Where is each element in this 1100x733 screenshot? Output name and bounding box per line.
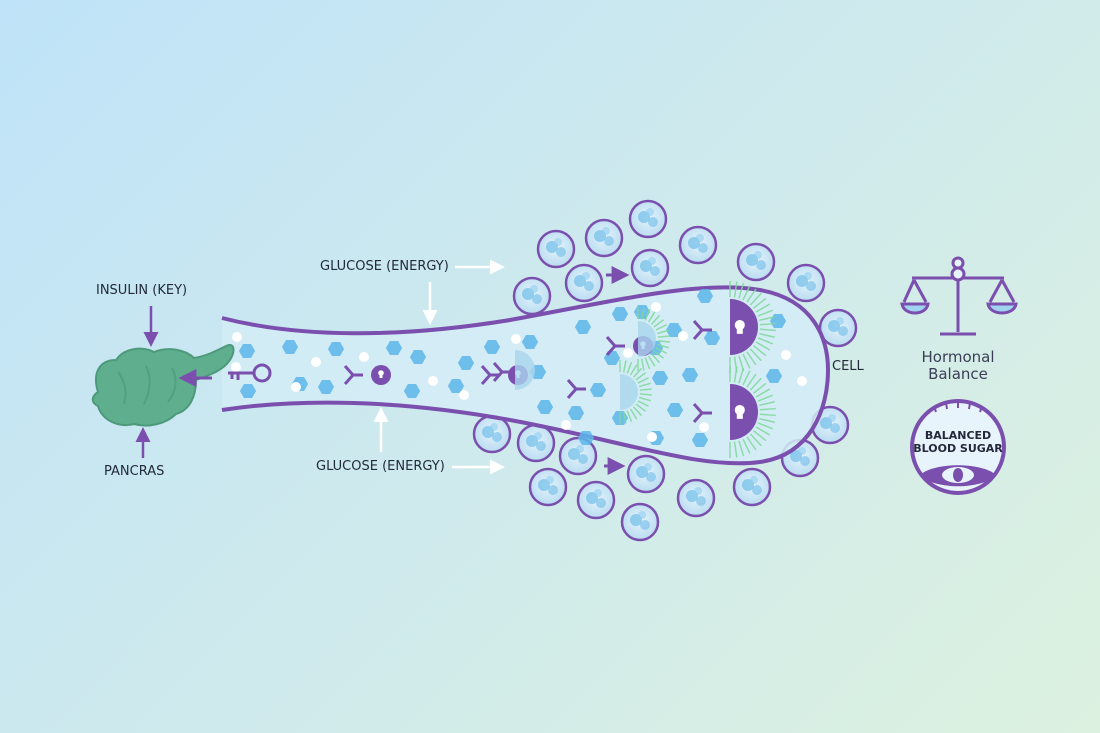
cell-icon [736,242,776,282]
white-particle [561,420,571,430]
balance-scale-icon [900,256,1018,336]
blood-sugar-gauge-icon [910,399,1006,495]
cell-icon [818,308,858,348]
receptor-icon [566,379,586,399]
white-particle [678,331,688,341]
blood-sugar-line-2: BLOOD SUGAR [913,442,1003,455]
pancreas-icon [91,344,235,427]
cell-icon [678,225,718,265]
white-particle [291,382,301,392]
receptor-icon [492,362,512,382]
hormonal-line-2: Balance [928,365,988,383]
surrounding-cells [472,199,858,542]
cell-icon [528,467,568,507]
white-particle [459,390,469,400]
glucose-top-label: GLUCOSE (ENERGY) [320,259,449,274]
cell-icon [626,454,666,494]
receptor-icon [343,365,391,385]
cell-icon [628,199,668,239]
key-icon [228,363,272,383]
cell-icon [558,436,598,476]
white-particle [699,422,709,432]
white-particle [359,352,369,362]
hormonal-balance-label: Hormonal Balance [905,349,1011,383]
cell-icon [630,248,670,288]
cell-icon [472,414,512,454]
white-particle [651,302,661,312]
white-particle [311,357,321,367]
white-particle [511,334,521,344]
pancreas-label: PANCRAS [104,464,165,479]
cell-membrane-top [221,285,830,371]
white-particle [232,332,242,342]
cell-icon [676,478,716,518]
cell-icon [564,263,604,303]
lock-icon [619,360,652,424]
white-particle [797,376,807,386]
cell-icon [786,263,826,303]
cell-icon [576,480,616,520]
white-particle [428,376,438,386]
receptor-icon [692,320,712,340]
white-particle [647,432,657,442]
cell-icon [620,502,660,542]
cell-icon [512,276,552,316]
white-particles [231,302,807,442]
white-particle [623,348,633,358]
cell-icon [516,423,556,463]
white-particle [781,350,791,360]
cell-icon [536,229,576,269]
insulin-receptors [343,281,776,458]
white-particle [231,362,241,372]
lock-icon [515,350,535,390]
cell-label: CELL [832,359,864,374]
blood-sugar-label: BALANCED BLOOD SUGAR [912,429,1004,455]
hormonal-line-1: Hormonal [921,348,995,366]
cell-membrane-bottom [221,369,830,466]
cell-icon [732,467,772,507]
lock-icon [637,307,670,371]
cell-icon [584,218,624,258]
lock-icon [729,281,776,373]
receptor-icon [692,403,712,423]
lock-icon [729,366,776,458]
glucose-bottom-label: GLUCOSE (ENERGY) [316,459,445,474]
insulin-label: INSULIN (KEY) [96,283,188,298]
blood-sugar-line-1: BALANCED [924,429,992,442]
